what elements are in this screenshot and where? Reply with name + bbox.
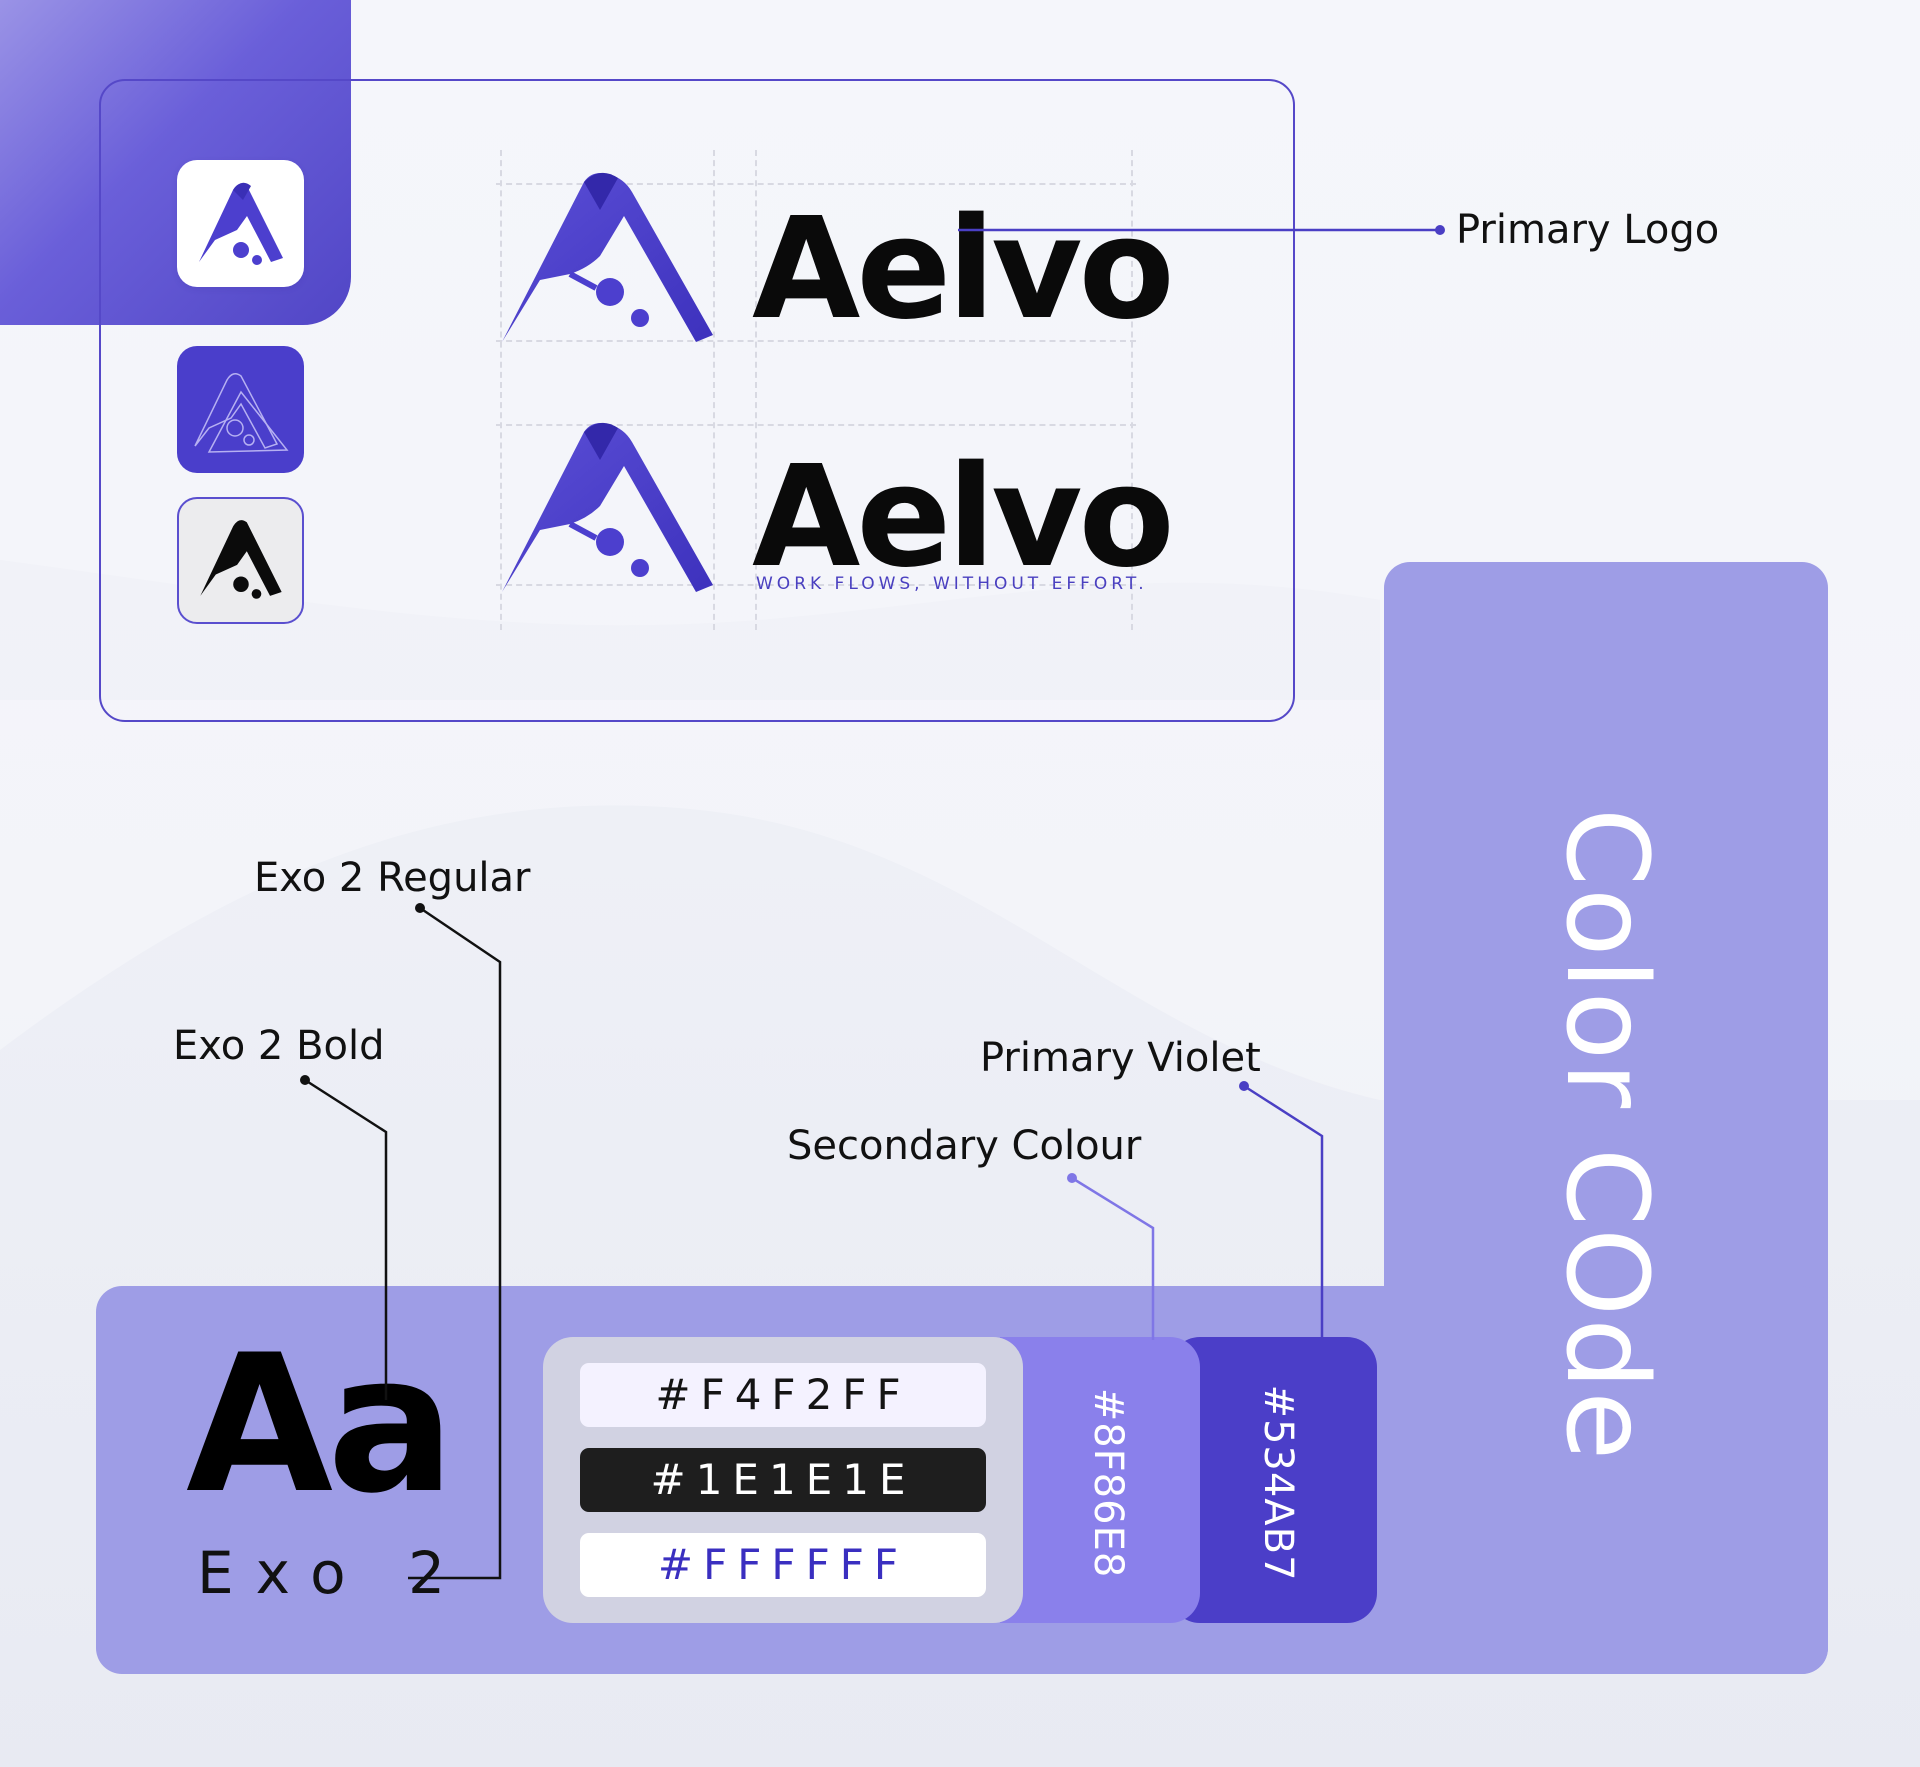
callout-primary-logo: Primary Logo bbox=[1456, 207, 1720, 253]
app-icon-white bbox=[177, 160, 304, 287]
guide-line bbox=[496, 424, 1136, 426]
swatch-label-8f86e8: #8F86E8 bbox=[1085, 1387, 1131, 1579]
aelvo-logo-icon bbox=[199, 182, 283, 265]
guide-line bbox=[496, 584, 1136, 586]
swatch-chip-ffffff: #FFFFFF bbox=[580, 1533, 986, 1597]
callout-exo2-regular: Exo 2 Regular bbox=[254, 855, 531, 901]
tagline: WORK FLOWS, WITHOUT EFFORT. bbox=[756, 574, 1148, 594]
guide-line bbox=[496, 183, 1136, 185]
aelvo-logo-mono-icon bbox=[200, 520, 282, 599]
swatch-chip-1e1e1e: #1E1E1E bbox=[580, 1448, 986, 1512]
type-sample: Aa bbox=[186, 1314, 455, 1535]
app-icon-mono bbox=[177, 497, 304, 624]
aelvo-logo-mark-icon bbox=[502, 172, 713, 342]
swatch-primary-violet bbox=[1170, 1337, 1377, 1623]
guide-line bbox=[1131, 150, 1133, 630]
color-code-title: Color COde bbox=[1541, 807, 1671, 1463]
swatch-secondary-colour bbox=[1000, 1337, 1200, 1623]
callout-primary-violet: Primary Violet bbox=[980, 1035, 1261, 1081]
guide-line bbox=[496, 340, 1136, 342]
logo-card bbox=[99, 79, 1295, 722]
swatch-chip-f4f2ff: #F4F2FF bbox=[580, 1363, 986, 1427]
guide-line bbox=[713, 150, 715, 630]
callout-exo2-bold: Exo 2 Bold bbox=[173, 1023, 385, 1069]
callout-secondary-colour: Secondary Colour bbox=[787, 1123, 1142, 1169]
font-name: Exo 2 bbox=[197, 1539, 468, 1607]
guide-line bbox=[755, 150, 757, 630]
swatch-label-534ab7: #534AB7 bbox=[1255, 1384, 1301, 1582]
aelvo-logo-outline-icon bbox=[194, 373, 289, 453]
wordmark-primary: Aelvo bbox=[752, 188, 1175, 351]
app-icon-violet bbox=[177, 346, 304, 473]
guide-line bbox=[500, 150, 502, 630]
wordmark-with-tagline: Aelvo bbox=[752, 436, 1175, 599]
aelvo-logo-mark-icon bbox=[502, 422, 713, 592]
